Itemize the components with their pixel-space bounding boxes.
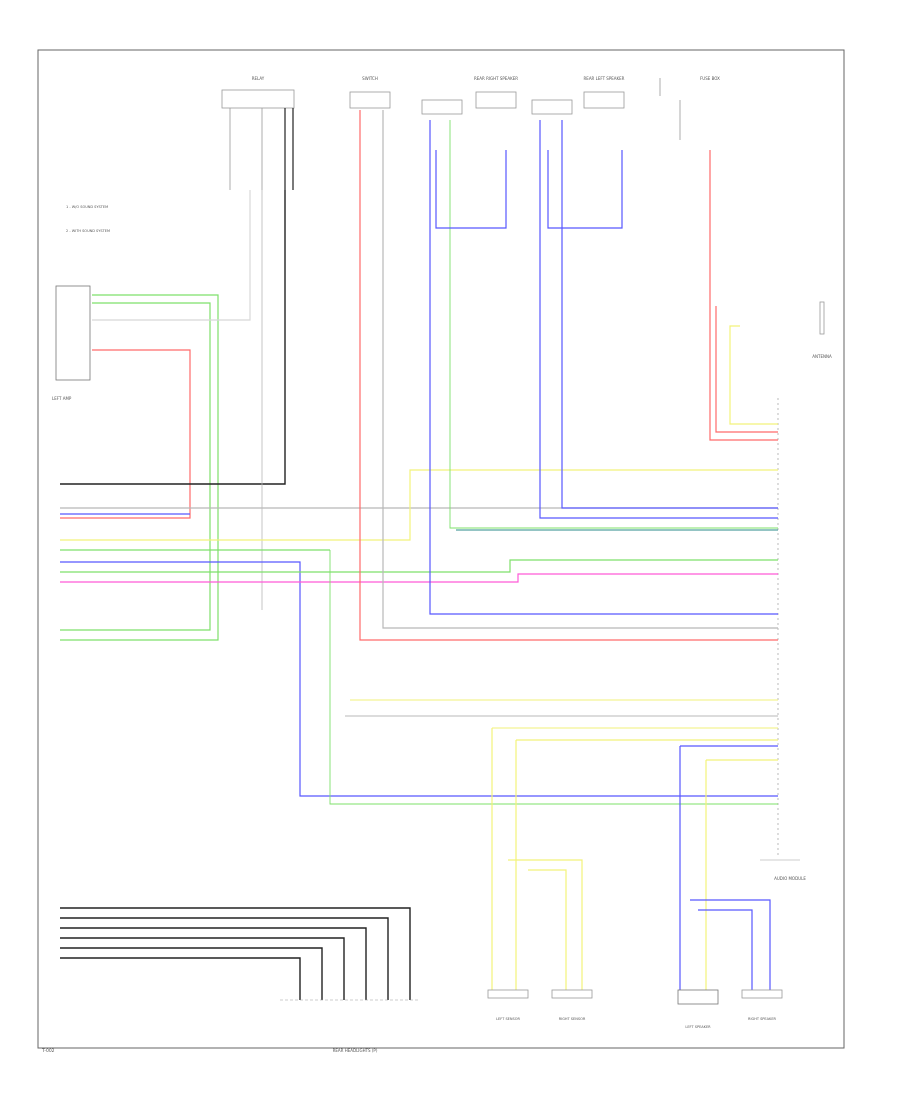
top-speaker-1	[421, 99, 463, 115]
antenna: ANTENNA	[812, 301, 832, 359]
bottom-caption: REAR HEADLIGHTS (P)	[333, 1048, 378, 1053]
wire-red-4	[715, 306, 778, 433]
main-module: AUDIO MODULE	[760, 398, 806, 881]
rear-left-speaker-label: REAR LEFT SPEAKER	[584, 76, 625, 81]
wire-green-6	[449, 120, 778, 529]
main-module-label: AUDIO MODULE	[774, 876, 806, 881]
note-1: 1 - W/O SOUND SYSTEM	[66, 205, 108, 209]
wire-yellow-11	[528, 869, 567, 990]
wire-blue-10	[690, 899, 771, 990]
wire-black-1	[60, 190, 286, 485]
wire-red-1	[60, 349, 191, 519]
wire-red-2	[359, 110, 778, 641]
bottom-left-connector: REAR HEADLIGHTS (P)	[280, 999, 420, 1053]
wire-bottom-dark-2	[60, 917, 389, 1000]
wire-yellow-10	[508, 859, 583, 990]
wire-green-1	[60, 294, 219, 641]
note-2: 2 - WITH SOUND SYSTEM	[66, 229, 110, 233]
top-left-relay-label: RELAY	[252, 76, 265, 81]
wire-yellow-2	[729, 325, 778, 425]
wire-group	[60, 110, 778, 1000]
wire-blue-6	[539, 120, 778, 519]
diagram-frame	[37, 49, 845, 1049]
antenna-label: ANTENNA	[812, 354, 832, 359]
top-switch-label: SWITCH	[362, 76, 378, 81]
wire-blue-4	[435, 150, 507, 229]
bottom-sensor-4-label: RIGHT SPEAKER	[748, 1017, 777, 1021]
top-speaker-3	[531, 99, 573, 115]
left-amp: LEFT AMP	[52, 285, 91, 401]
top-speaker-2: REAR RIGHT SPEAKER	[474, 76, 518, 109]
fuse-box: FUSE BOX	[659, 76, 720, 140]
footer-code: T-002	[41, 1048, 55, 1054]
wire-blue-11	[698, 909, 753, 990]
bottom-sensor-2-label: RIGHT SENSOR	[559, 1017, 586, 1021]
bottom-sensor-1-label: LEFT SENSOR	[496, 1017, 520, 1021]
top-switch: SWITCH	[349, 76, 391, 109]
wire-gray-1	[92, 190, 251, 321]
wire-bottom-dark-4	[60, 937, 345, 1000]
left-amp-label: LEFT AMP	[52, 396, 72, 401]
wire-blue-2	[60, 561, 778, 797]
wire-blue-5	[547, 150, 623, 229]
wire-magenta-1	[60, 573, 778, 583]
bottom-sensor-4: RIGHT SPEAKER	[741, 989, 783, 1021]
wire-bottom-dark-5	[60, 947, 323, 1000]
bottom-sensor-3-label: LEFT SPEAKER	[685, 1025, 711, 1029]
bottom-sensor-3: LEFT SPEAKER	[677, 989, 719, 1029]
wire-green-4	[60, 559, 778, 573]
wire-green-2	[60, 302, 211, 631]
rear-right-speaker-label: REAR RIGHT SPEAKER	[474, 76, 518, 81]
wire-bottom-dark-6	[60, 957, 301, 1000]
bottom-sensor-1: LEFT SENSOR	[487, 989, 529, 1021]
fuse-box-label: FUSE BOX	[700, 76, 720, 81]
wire-blue-7	[561, 120, 778, 509]
wire-bottom-dark-1	[60, 907, 411, 1000]
wire-green-5	[329, 550, 778, 805]
wire-blue-3	[429, 120, 778, 615]
top-speaker-4: REAR LEFT SPEAKER	[584, 76, 625, 109]
wire-yellow-1	[60, 469, 778, 541]
wire-gray-4	[382, 110, 778, 629]
top-left-relay: RELAY	[221, 76, 295, 190]
wire-red-3	[709, 150, 778, 441]
wire-bottom-dark-3	[60, 927, 367, 1000]
bottom-sensor-2: RIGHT SENSOR	[551, 989, 593, 1021]
